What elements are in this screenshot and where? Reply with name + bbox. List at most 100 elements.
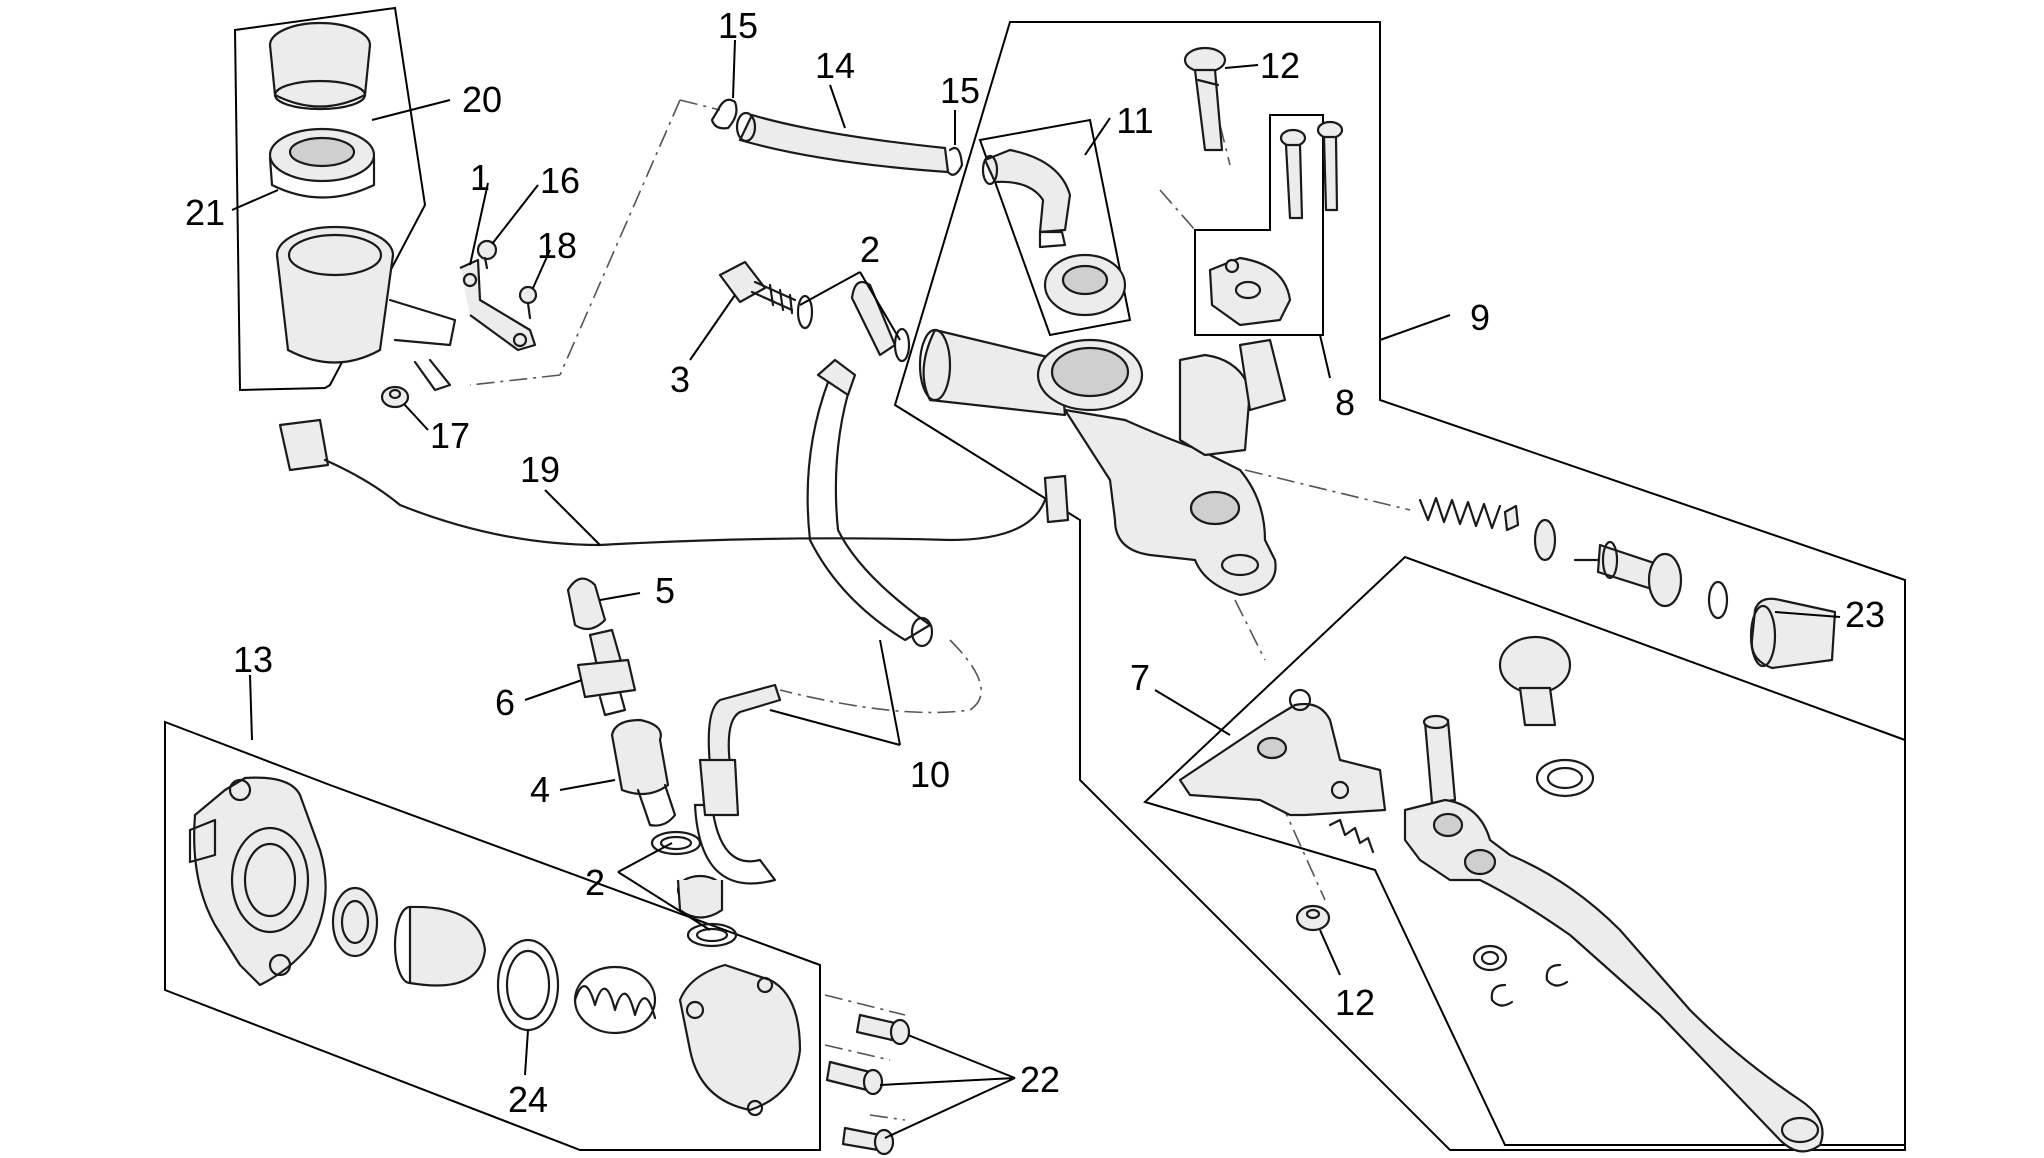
callout-21: 21 (185, 192, 225, 233)
callout-23: 23 (1845, 594, 1885, 635)
screw-18 (518, 285, 538, 320)
callout-12-top: 12 (1260, 45, 1300, 86)
leader-23 (1774, 611, 1841, 618)
clutch-hose-lower (676, 683, 782, 919)
callout-2-bottom: 2 (585, 862, 605, 903)
callout-4: 4 (530, 769, 550, 810)
slave-oring-24 (496, 938, 560, 1032)
adjuster-knob (1498, 635, 1572, 727)
callout-2-top: 2 (860, 229, 880, 270)
leader-6 (524, 679, 583, 701)
cover-bolt-b (825, 1060, 884, 1096)
axis-pivot (1234, 599, 1326, 901)
banjo-bolt (718, 260, 797, 315)
callout-8: 8 (1335, 382, 1355, 423)
frame-slave-cylinder-13 (164, 720, 821, 1151)
slave-seal (331, 886, 379, 958)
piston-spring (1418, 496, 1520, 532)
leader-18 (532, 249, 551, 289)
leader-5 (599, 592, 641, 601)
leader-14 (829, 84, 846, 129)
reservoir-bracket (459, 258, 537, 352)
screw-16 (476, 239, 498, 270)
lever-circlip-b (1545, 963, 1569, 987)
bleed-cap (566, 577, 607, 631)
callout-14: 14 (815, 45, 855, 86)
callout-22: 22 (1020, 1059, 1060, 1100)
cover-bolt-c (841, 1126, 895, 1156)
sealing-washer-top-a (796, 294, 814, 330)
axis-top-bolt (1159, 124, 1231, 231)
clutch-lever (1403, 798, 1824, 1153)
leader-12b (1319, 929, 1341, 976)
clamp-bolt-a (1279, 128, 1307, 220)
callout-13: 13 (233, 639, 273, 680)
hose-clamp-left (710, 98, 738, 130)
clamp-bolt-b (1316, 120, 1344, 212)
sealing-washer-bottom-a (650, 830, 702, 856)
slave-cover (678, 963, 802, 1117)
callout-15-right: 15 (940, 70, 980, 111)
axis-reservoir (469, 99, 721, 386)
fitting-elbow-11 (981, 148, 1072, 249)
reservoir-grommet (1043, 253, 1127, 317)
callout-18: 18 (537, 225, 577, 266)
adjuster-washer (1535, 758, 1595, 798)
pivot-bolt-12-top (1183, 46, 1227, 152)
callout-7: 7 (1130, 657, 1150, 698)
leader-15a (732, 39, 736, 99)
lever-bracket (1178, 688, 1387, 817)
frame-lever-7 (1143, 555, 1906, 1146)
callout-9: 9 (1470, 297, 1490, 338)
callout-10: 10 (910, 754, 950, 795)
axis-hose (779, 639, 982, 714)
leader-10 (769, 639, 901, 746)
leader-24 (524, 1029, 529, 1076)
hose-clamp-right (946, 146, 964, 176)
clutch-hose-upper (806, 280, 934, 648)
axis-piston (1244, 469, 1411, 511)
frame-fitting-11 (978, 118, 1132, 337)
callout-3: 3 (670, 359, 690, 400)
switch-cable (278, 418, 1070, 547)
leader-17 (403, 403, 429, 431)
leader-21 (231, 189, 279, 211)
leader-3 (689, 294, 736, 361)
callout-12-bottom: 12 (1335, 982, 1375, 1023)
callout-24: 24 (508, 1079, 548, 1120)
pivot-nut-12 (1295, 904, 1331, 932)
dust-boot-23 (1749, 597, 1837, 670)
sealing-washer-bottom-b (686, 922, 738, 948)
callout-17: 17 (430, 415, 470, 456)
nut-17 (380, 385, 410, 409)
leader-19 (544, 489, 601, 546)
master-piston (1573, 540, 1683, 608)
callout-20: 20 (462, 79, 502, 120)
leader-11 (1084, 117, 1111, 156)
axis-slave-bolts (824, 994, 906, 1121)
leader-2b (617, 842, 711, 931)
slave-spring (573, 965, 657, 1035)
leader-7 (1154, 689, 1231, 736)
clamp-half (1208, 256, 1292, 327)
callout-6: 6 (495, 682, 515, 723)
leader-16 (491, 184, 539, 245)
lever-washer (1472, 944, 1508, 972)
reservoir-cap (268, 21, 372, 111)
slave-cylinder-body (188, 776, 327, 987)
leader-20 (371, 99, 451, 121)
leader-1 (469, 182, 489, 266)
callout-16: 16 (540, 160, 580, 201)
leader-12a (1224, 64, 1259, 69)
frame-master-cylinder-9 (893, 21, 1906, 1151)
reservoir-diaphragm (268, 127, 376, 199)
slave-piston (393, 905, 487, 987)
piston-cup (1533, 518, 1557, 562)
leader-4 (559, 779, 616, 791)
adjuster-pin (1422, 714, 1457, 805)
lever-circlip-a (1490, 983, 1514, 1007)
reservoir-body (275, 225, 457, 392)
piston-circlip (1707, 580, 1729, 620)
